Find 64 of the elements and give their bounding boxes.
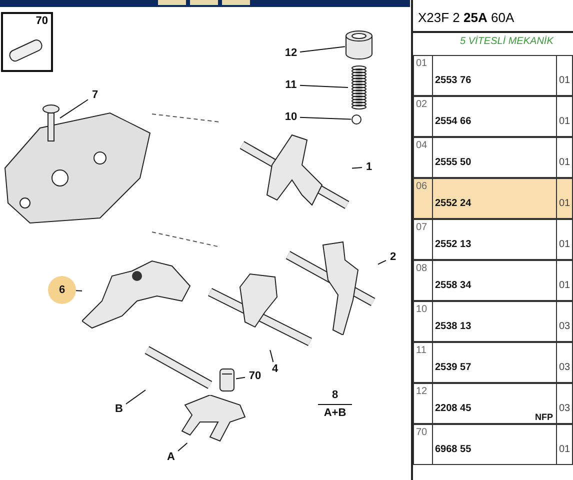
part-number: 2538 13 — [435, 321, 472, 332]
leader-line — [178, 442, 188, 452]
quantity: 01 — [559, 444, 570, 455]
callout-number: 8 — [330, 388, 340, 402]
leader-line — [352, 167, 362, 169]
part-number: 2552 24 — [435, 198, 472, 209]
callout-number: 70 — [36, 15, 48, 27]
row-number: 10 — [416, 304, 428, 315]
callout-number: 10 — [282, 110, 300, 124]
callout-number: 2 — [386, 250, 400, 264]
row-number: 06 — [416, 181, 428, 192]
part-number: 2558 34 — [435, 280, 472, 291]
quantity: 03 — [559, 321, 570, 332]
leader-line — [270, 350, 274, 362]
part-note: NFP — [535, 412, 553, 422]
quantity: 03 — [559, 362, 570, 373]
row-number: 02 — [416, 99, 428, 110]
part-number: 2555 50 — [435, 157, 472, 168]
leader-line — [236, 376, 246, 380]
callout-number: 12 — [282, 46, 300, 60]
inset-frame — [1, 12, 53, 72]
quantity: 01 — [559, 75, 570, 86]
cap-drawing — [345, 30, 373, 60]
part-number: 2554 66 — [435, 116, 472, 127]
quantity: 01 — [559, 198, 570, 209]
callout-number: 70 — [245, 369, 265, 383]
row-number: 01 — [416, 58, 428, 69]
quantity: 01 — [559, 116, 570, 127]
section-heading: 5 VİTESLİ MEKANİK — [460, 36, 554, 49]
pin-drawing — [218, 368, 236, 392]
leader-line — [126, 390, 146, 404]
callout-number: 1 — [362, 160, 376, 174]
leader-line — [300, 84, 348, 88]
quantity: 01 — [559, 157, 570, 168]
part-number: 2553 76 — [435, 75, 472, 86]
callout-label: A+B — [322, 406, 348, 420]
leader-line — [300, 46, 346, 52]
row-number: 12 — [416, 386, 428, 397]
part-number: 6968 55 — [435, 444, 472, 455]
callout-number: A — [164, 450, 178, 464]
quantity: 03 — [559, 403, 570, 414]
rod-drawing — [283, 240, 378, 335]
quantity: 01 — [559, 239, 570, 250]
leader-line — [300, 116, 352, 120]
row-number: 11 — [416, 345, 426, 356]
row-number: 04 — [416, 140, 428, 151]
row-number: 08 — [416, 263, 428, 274]
part-number: 2552 13 — [435, 239, 472, 250]
quantity: 01 — [559, 280, 570, 291]
leader-line — [378, 260, 386, 265]
row-number: 70 — [416, 427, 428, 438]
row-number: 07 — [416, 222, 428, 233]
ball-drawing — [351, 114, 362, 125]
callout-number: B — [112, 402, 126, 416]
part-number: 2208 45 — [435, 403, 472, 414]
callout-number: 6 — [48, 276, 76, 304]
model-code: X23F 2 25A 60A — [418, 10, 516, 27]
leader-line — [76, 290, 82, 292]
callout-number: 7 — [88, 88, 102, 102]
part-number: 2539 57 — [435, 362, 472, 373]
callout-number: 4 — [268, 362, 282, 376]
bolt-drawing — [42, 104, 60, 144]
callout-number: 11 — [282, 78, 300, 92]
rod-drawing — [142, 345, 212, 390]
